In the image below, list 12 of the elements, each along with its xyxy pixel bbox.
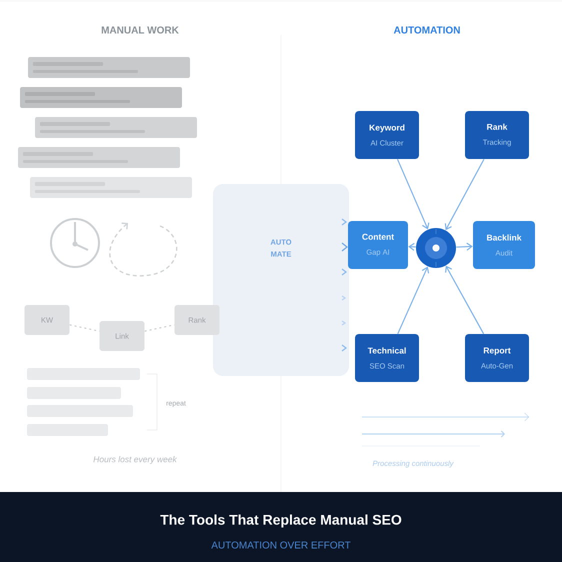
arrow [397, 266, 430, 334]
arrow [444, 158, 484, 230]
note-text: Hours lost every week [93, 456, 178, 464]
arrow [396, 158, 430, 230]
hub-circle [416, 228, 456, 268]
subtitle: AUTOMATION OVER EFFORT [211, 541, 351, 549]
arrow [456, 242, 473, 251]
arrow [445, 266, 484, 334]
title: The Tools That Replace Manual SEO [160, 514, 402, 528]
section-heading: MANUAL WORK [102, 26, 179, 34]
section-heading: AUTOMATION [394, 26, 460, 34]
arrow [408, 242, 416, 251]
